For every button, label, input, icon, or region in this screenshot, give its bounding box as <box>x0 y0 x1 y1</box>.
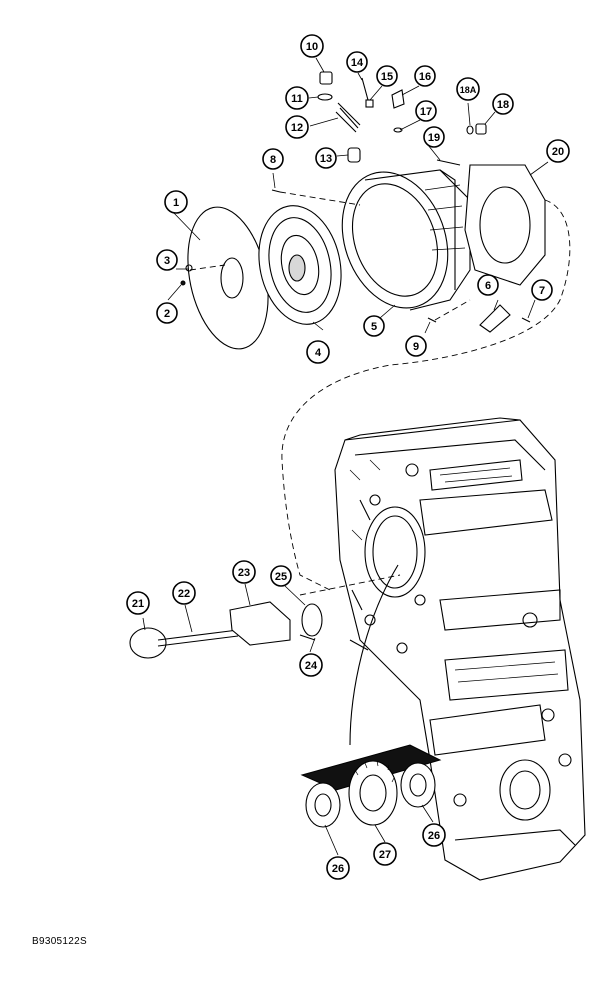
callout-11-label: 11 <box>291 93 303 105</box>
callout-6-label: 6 <box>485 280 491 292</box>
callout-15-label: 15 <box>381 71 393 83</box>
callout-3-label: 3 <box>164 255 170 267</box>
leader-lines <box>142 57 549 856</box>
callout-18-label: 18 <box>497 99 509 111</box>
callout-3: 3 <box>156 249 178 271</box>
callout-26-right-label: 26 <box>428 830 440 842</box>
callout-16: 16 <box>414 65 436 87</box>
callout-25: 25 <box>270 565 292 587</box>
callout-10: 10 <box>300 34 324 58</box>
callout-21: 21 <box>126 591 150 615</box>
adapter-plate <box>464 164 546 286</box>
callout-4: 4 <box>306 340 330 364</box>
callout-8-label: 8 <box>270 154 276 166</box>
callout-21-label: 21 <box>132 598 144 610</box>
callout-22-label: 22 <box>178 588 190 600</box>
callout-7-label: 7 <box>539 285 545 297</box>
callout-17: 17 <box>415 100 437 122</box>
callout-9: 9 <box>405 335 427 357</box>
figure-id: B9305122S <box>32 936 87 947</box>
callout-18a: 18A <box>456 77 480 101</box>
callout-1-label: 1 <box>173 197 179 209</box>
callout-15: 15 <box>376 65 398 87</box>
callout-18a-label: 18A <box>460 85 477 95</box>
callout-20-label: 20 <box>552 146 564 158</box>
callout-19-label: 19 <box>428 132 440 144</box>
converter-housing <box>341 169 471 311</box>
transmission-housing <box>334 417 586 881</box>
callout-24-label: 24 <box>305 660 318 672</box>
callout-16-label: 16 <box>419 71 431 83</box>
callout-25-label: 25 <box>275 571 287 583</box>
callout-27: 27 <box>373 842 397 866</box>
callout-10-label: 10 <box>306 41 318 53</box>
callout-26-left: 26 <box>326 856 350 880</box>
callout-22: 22 <box>172 581 196 605</box>
callout-23-label: 23 <box>238 567 250 579</box>
callout-26-left-label: 26 <box>332 863 344 875</box>
callout-23: 23 <box>232 560 256 584</box>
callout-20: 20 <box>546 139 570 163</box>
callout-4-label: 4 <box>315 347 322 359</box>
callout-14: 14 <box>346 51 368 73</box>
callout-2-label: 2 <box>164 308 170 320</box>
callout-13-label: 13 <box>320 153 332 165</box>
callout-5-label: 5 <box>371 321 377 333</box>
callout-14-label: 14 <box>351 57 364 69</box>
callout-24: 24 <box>299 653 323 677</box>
callout-8: 8 <box>262 148 284 170</box>
callout-9-label: 9 <box>413 341 419 353</box>
callout-26-right: 26 <box>422 823 446 847</box>
callout-5: 5 <box>363 315 385 337</box>
callout-6: 6 <box>477 274 499 296</box>
callout-12: 12 <box>285 115 309 139</box>
callout-11: 11 <box>285 86 309 110</box>
callout-19: 19 <box>423 126 445 148</box>
small-parts <box>180 71 531 333</box>
callout-2: 2 <box>156 302 178 324</box>
callout-7: 7 <box>531 279 553 301</box>
callout-12-label: 12 <box>291 122 303 134</box>
callout-27-label: 27 <box>379 849 391 861</box>
callout-18: 18 <box>492 93 514 115</box>
callout-1: 1 <box>164 190 188 214</box>
callout-13: 13 <box>315 147 337 169</box>
callout-17-label: 17 <box>420 106 432 118</box>
dashed-paths <box>189 191 571 746</box>
shaft-assembly <box>129 601 323 659</box>
torque-converter <box>258 205 342 325</box>
bearing-gear-set <box>300 744 442 828</box>
